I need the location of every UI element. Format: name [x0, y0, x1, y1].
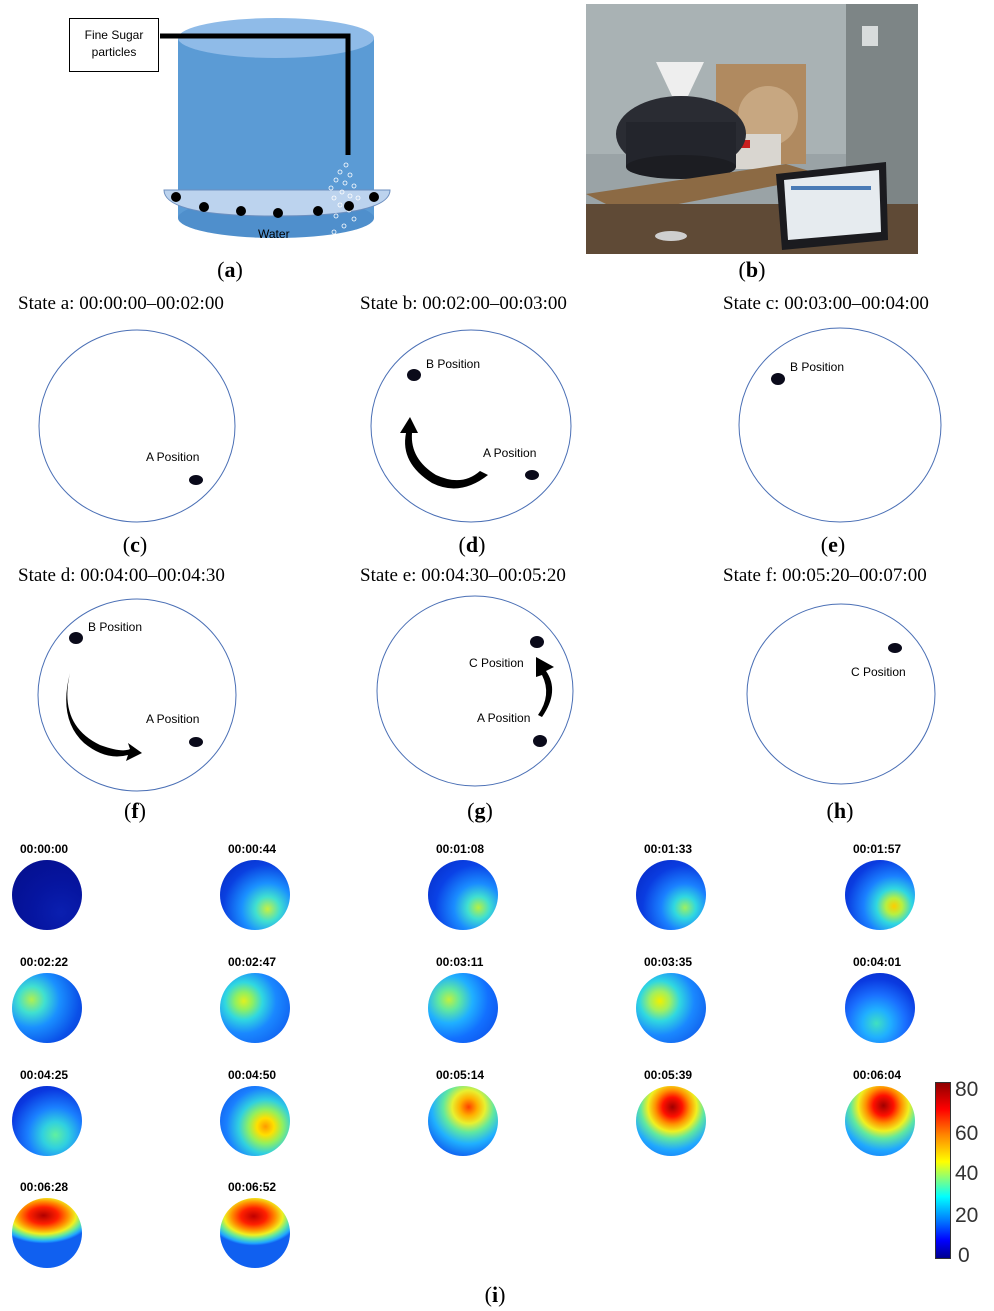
heatmap-thumbnail — [12, 860, 82, 930]
heatmap-thumbnail — [220, 1086, 290, 1156]
heatmap-thumbnail — [636, 973, 706, 1043]
electrode-b — [407, 369, 421, 381]
heatmap-thumbnail — [845, 973, 915, 1043]
heatmap-time-label: 00:03:11 — [436, 955, 484, 969]
heatmap-thumbnail — [845, 1086, 915, 1156]
electrode-b — [771, 373, 785, 385]
heatmap-time-label: 00:06:04 — [853, 1068, 902, 1082]
label-a-position: A Position — [477, 711, 530, 725]
caption-d: (d) — [458, 532, 486, 557]
heatmap-time-label: 00:05:39 — [644, 1068, 693, 1082]
heatmap-time-label: 00:00:44 — [228, 842, 277, 856]
caption-b: (b) — [738, 257, 766, 282]
sugar-label-box: Fine Sugar particles — [69, 18, 159, 72]
heatmap-time-label: 00:02:47 — [228, 955, 277, 969]
colorbar — [935, 1082, 951, 1259]
sugar-label-line1: Fine Sugar — [84, 28, 144, 42]
electrode-a — [525, 470, 539, 480]
label-b-position: B Position — [88, 620, 142, 634]
label-a-position: A Position — [146, 450, 199, 464]
heatmap-thumbnail — [220, 860, 290, 930]
tank-outline — [376, 595, 574, 787]
heatmap-time-label: 00:00:00 — [20, 842, 69, 856]
state-title-e: State e: 00:04:30–00:05:20 — [360, 565, 566, 586]
state-title-d: State d: 00:04:00–00:04:30 — [18, 565, 225, 586]
feed-tube — [160, 33, 351, 155]
heatmap-thumbnail — [636, 1086, 706, 1156]
heatmap-time-label: 00:02:22 — [20, 955, 69, 969]
tank-schematic — [160, 18, 391, 238]
curved-arrow — [536, 657, 554, 717]
heatmap-thumbnail — [428, 973, 498, 1043]
caption-g: (g) — [467, 798, 493, 823]
electrode-b — [69, 632, 83, 644]
curved-arrow — [66, 673, 142, 761]
heatmap-time-label: 00:06:28 — [20, 1180, 69, 1194]
colorbar-tick-40: 40 — [955, 1162, 979, 1185]
heatmap-time-label: 00:03:35 — [644, 955, 693, 969]
state-d-diagram: B Position A Position — [37, 598, 237, 792]
lab-photo — [586, 4, 918, 254]
caption-h: (h) — [826, 798, 854, 823]
heatmap-thumbnail — [845, 860, 915, 930]
label-c-position: C Position — [851, 665, 906, 679]
colorbar-tick-0: 0 — [958, 1244, 970, 1267]
tank-outline — [738, 327, 942, 523]
label-b-position: B Position — [426, 357, 480, 371]
heatmap-time-label: 00:01:57 — [853, 842, 902, 856]
heatmap-thumbnail — [220, 1198, 290, 1268]
state-f-diagram: C Position — [746, 603, 936, 785]
sugar-label-line2: particles — [91, 45, 137, 59]
heatmap-thumbnail — [12, 1198, 82, 1268]
state-title-f: State f: 00:05:20–00:07:00 — [723, 565, 927, 586]
heatmap-thumbnail — [428, 860, 498, 930]
caption-e: (e) — [820, 532, 846, 557]
state-e-diagram: C Position A Position — [376, 595, 574, 787]
caption-a: (a) — [217, 257, 243, 282]
electrode-a — [189, 737, 203, 747]
label-a-position: A Position — [146, 712, 199, 726]
caption-c: (c) — [122, 532, 148, 557]
heatmap-thumbnail — [636, 860, 706, 930]
curved-arrow — [400, 417, 488, 489]
caption-f: (f) — [124, 798, 146, 823]
tank-body — [178, 38, 374, 218]
state-title-c: State c: 00:03:00–00:04:00 — [723, 293, 929, 314]
heatmap-time-label: 00:01:08 — [436, 842, 485, 856]
electrodes — [171, 192, 379, 218]
state-a-diagram: A Position — [38, 329, 236, 523]
label-a-position: A Position — [483, 446, 536, 460]
caption-i: (i) — [484, 1282, 506, 1307]
electrode-a — [533, 735, 547, 747]
heatmap-thumbnail — [12, 1086, 82, 1156]
state-b-diagram: B Position A Position — [370, 329, 572, 523]
electrode-a — [189, 475, 203, 485]
state-c-diagram: B Position — [738, 327, 942, 523]
colorbar-tick-80: 80 — [955, 1078, 979, 1101]
state-title-b: State b: 00:02:00–00:03:00 — [360, 293, 567, 314]
heatmap-time-label: 00:04:25 — [20, 1068, 69, 1082]
water-label: Water — [258, 227, 290, 241]
sugar-particles — [328, 162, 361, 235]
electrode-c — [888, 643, 902, 653]
heatmap-thumbnail — [428, 1086, 498, 1156]
tank-outline — [38, 329, 236, 523]
heatmap-time-label: 00:04:01 — [853, 955, 902, 969]
label-c-position: C Position — [469, 656, 524, 670]
label-b-position: B Position — [790, 360, 844, 374]
colorbar-tick-20: 20 — [955, 1204, 979, 1227]
colorbar-tick-60: 60 — [955, 1122, 979, 1145]
heatmap-time-label: 00:01:33 — [644, 842, 693, 856]
heatmap-time-label: 00:06:52 — [228, 1180, 277, 1194]
electrode-c — [530, 636, 544, 648]
state-title-a: State a: 00:00:00–00:02:00 — [18, 293, 224, 314]
tank-outline — [746, 603, 936, 785]
heatmap-time-label: 00:05:14 — [436, 1068, 485, 1082]
heatmap-time-label: 00:04:50 — [228, 1068, 277, 1082]
heatmap-thumbnail — [220, 973, 290, 1043]
heatmap-thumbnail — [12, 973, 82, 1043]
